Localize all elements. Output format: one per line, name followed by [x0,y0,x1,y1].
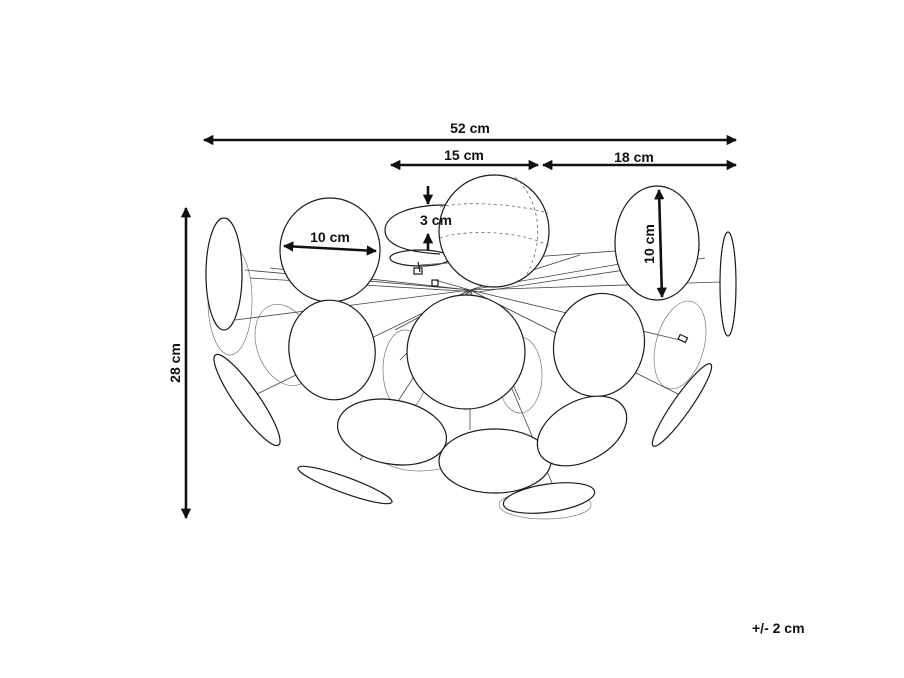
disc-diameter-vertical-label: 10 cm [641,224,657,264]
base-height-label: 3 cm [420,212,452,228]
disc-diameter-horizontal-label: 10 cm [310,229,350,245]
total-height-label: 28 cm [167,343,183,383]
dimension-labels: 52 cm 15 cm 18 cm 10 cm 3 cm 10 cm 28 cm [167,120,657,383]
tolerance-note: +/- 2 cm [752,620,805,636]
total-width-label: 52 cm [450,120,490,136]
side-offset-label: 18 cm [614,149,654,165]
disc-diameter-horizontal-arrow [282,241,378,256]
dimension-lines [180,134,738,520]
disc-diameter-vertical-arrow [654,188,667,299]
center-disc-width-label: 15 cm [444,147,484,163]
